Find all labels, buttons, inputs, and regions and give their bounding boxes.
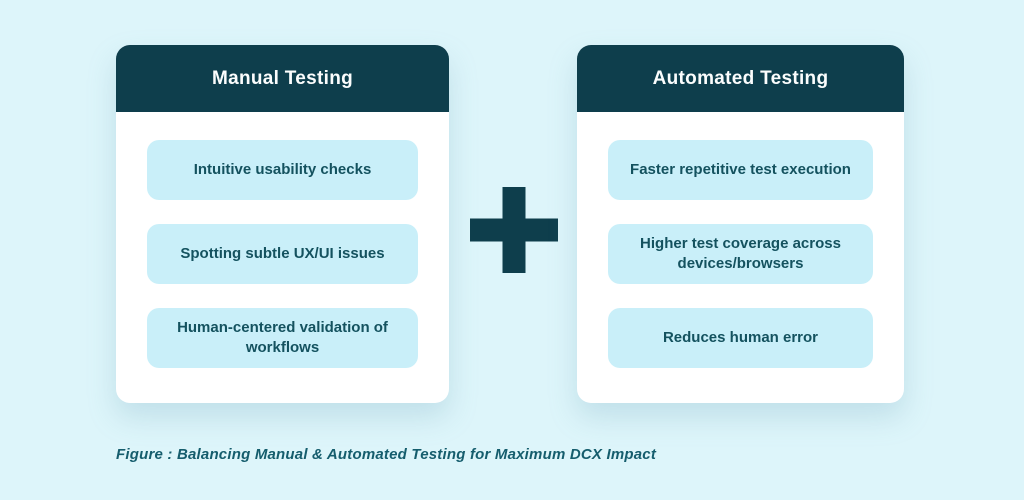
- automated-testing-body: Faster repetitive test execution Higher …: [577, 112, 904, 403]
- list-item-label: Faster repetitive test execution: [630, 160, 851, 178]
- list-item-label: Spotting subtle UX/UI issues: [180, 244, 385, 262]
- manual-testing-card: Manual Testing Intuitive usability check…: [116, 45, 449, 403]
- list-item-manual-3: Human-centered validation of workflows: [147, 308, 418, 368]
- automated-testing-header: Automated Testing: [577, 45, 904, 112]
- list-item-label: Higher test coverage across devices/brow…: [640, 234, 841, 272]
- manual-testing-title: Manual Testing: [211, 67, 354, 89]
- list-item-label: Human-centered validation of workflows: [177, 318, 388, 356]
- list-item-label: Intuitive usability checks: [193, 160, 372, 178]
- automated-testing-title: Automated Testing: [652, 67, 829, 89]
- list-item-automated-2: Higher test coverage across devices/brow…: [608, 224, 873, 284]
- plus-icon-horizontal-bar: [470, 218, 558, 242]
- list-item-automated-3: Reduces human error: [608, 308, 873, 368]
- list-item-manual-2: Spotting subtle UX/UI issues: [147, 224, 418, 284]
- automated-testing-card: Automated Testing Faster repetitive test…: [577, 45, 904, 403]
- figure-caption: Figure : Balancing Manual & Automated Te…: [116, 446, 657, 463]
- plus-icon: [470, 187, 558, 273]
- manual-testing-header: Manual Testing: [116, 45, 449, 112]
- manual-testing-body: Intuitive usability checks Spotting subt…: [116, 112, 449, 403]
- list-item-label: Reduces human error: [662, 328, 819, 346]
- list-item-manual-1: Intuitive usability checks: [147, 140, 418, 200]
- list-item-automated-1: Faster repetitive test execution: [608, 140, 873, 200]
